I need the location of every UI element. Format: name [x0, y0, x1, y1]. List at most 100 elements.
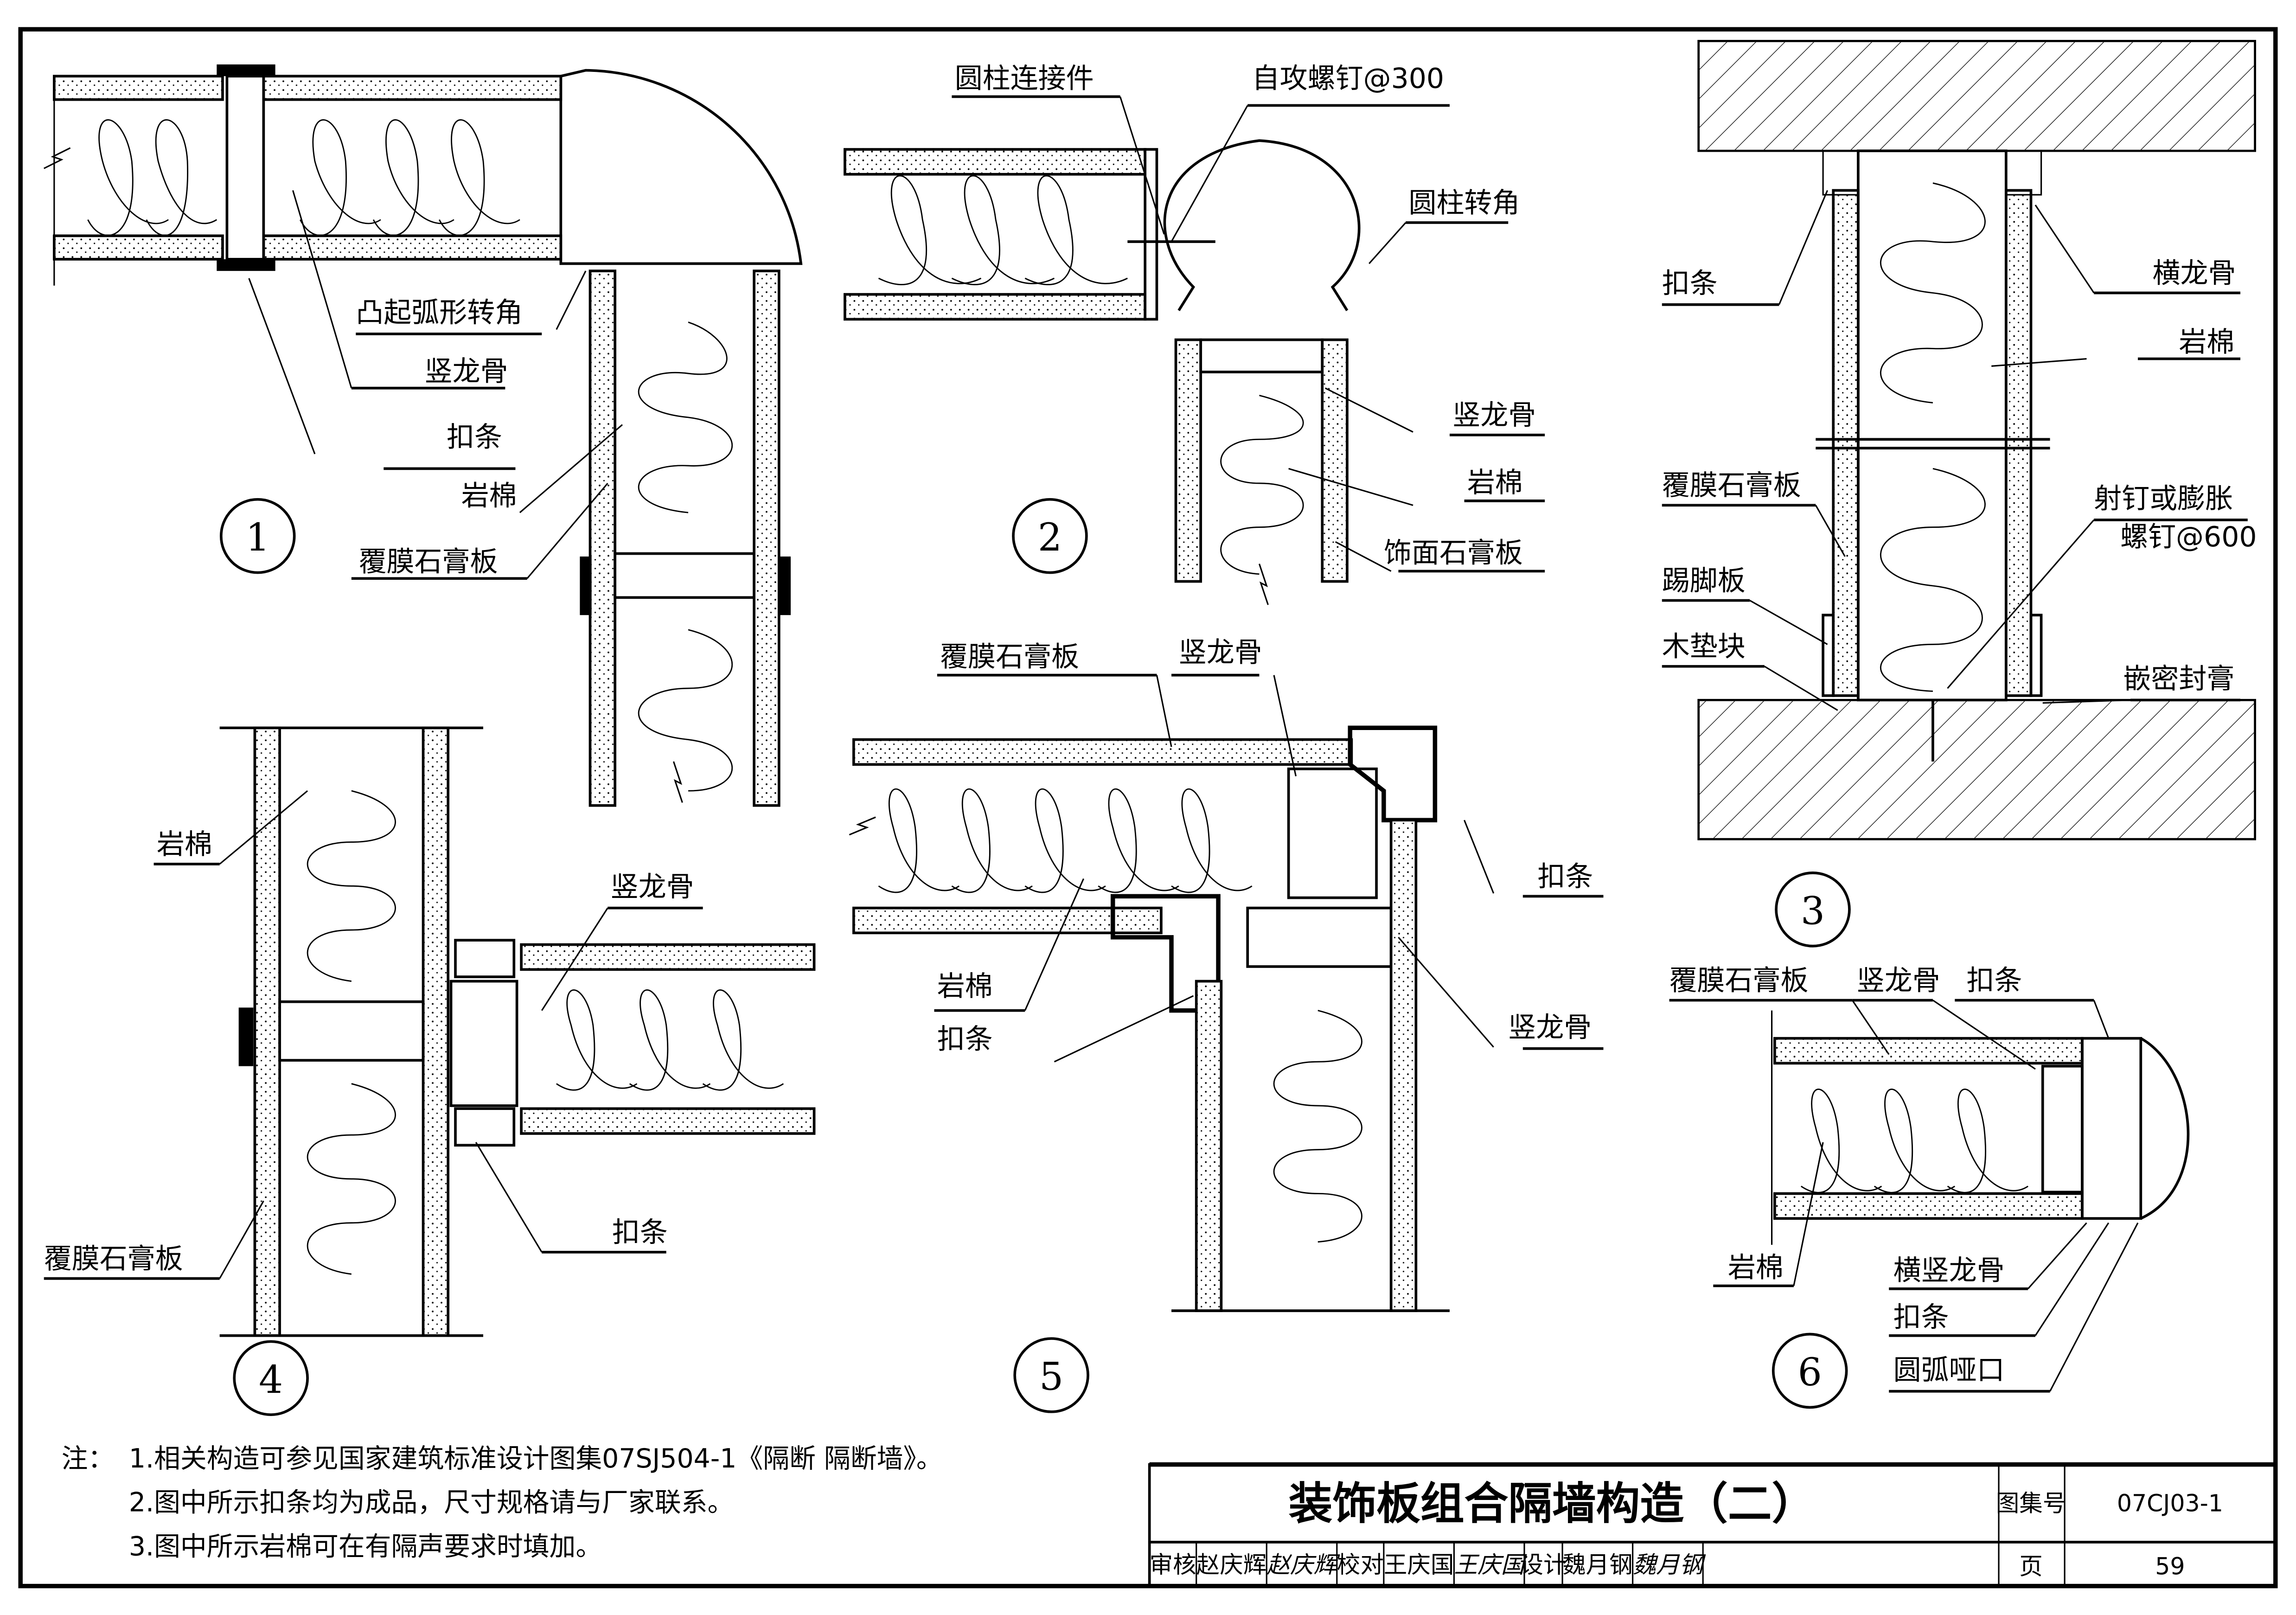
skirting	[1822, 614, 1835, 697]
label-column-connector: 圆柱连接件	[955, 62, 1094, 95]
stud	[449, 980, 518, 1107]
gypsum-board	[262, 75, 563, 101]
label-stud-lower: 竖龙骨	[1508, 1012, 1592, 1044]
gypsum-board	[852, 738, 1353, 766]
label-stud: 竖龙骨	[1452, 399, 1536, 432]
rock-wool	[1880, 182, 1986, 692]
label-wood-block: 木垫块	[1662, 631, 1746, 663]
sheet-border	[18, 27, 2278, 1589]
detail-4: 岩棉 竖龙骨 扣条 覆膜石膏板 4	[44, 726, 816, 1416]
detail-5: 覆膜石膏板 竖龙骨 扣条 岩棉 扣条 竖龙骨 5	[849, 636, 1604, 1413]
label-rock-wool: 岩棉	[937, 970, 993, 1003]
cover-strip	[217, 259, 275, 271]
stud	[225, 75, 265, 261]
label-self-tapping-screw: 自攻螺钉@300	[1252, 62, 1444, 95]
cover-strip	[1822, 150, 1859, 196]
label-nail-or-anchor: 射钉或膨胀	[2094, 483, 2233, 515]
label-gypsum-board: 覆膜石膏板	[44, 1243, 183, 1275]
gypsum-board	[753, 269, 780, 807]
gypsum-board	[1389, 819, 1418, 1312]
signature-designer: 魏月钢	[1633, 1551, 1706, 1578]
gypsum-board	[1321, 338, 1349, 583]
notes-prefix: 注：	[62, 1443, 115, 1474]
note-1: 1.相关构造可参见国家建筑标准设计图集07SJ504-1《隔断 隔断墙》。	[129, 1443, 943, 1474]
label-convex-arc-corner: 凸起弧形转角	[356, 297, 523, 329]
stud	[1246, 906, 1393, 968]
convex-arc-corner	[559, 69, 803, 265]
detail-6: 覆膜石膏板 竖龙骨 扣条 岩棉 横竖龙骨 扣条 圆弧哑口 6	[1669, 964, 2190, 1409]
cover-strip-corner	[1348, 725, 1438, 822]
notes: 注： 1.相关构造可参见国家建筑标准设计图集07SJ504-1《隔断 隔断墙》。…	[62, 1443, 943, 1562]
stud	[614, 552, 755, 599]
detail-number-circle	[219, 498, 296, 574]
detail-number: 5	[1039, 1355, 1063, 1399]
page-number: 59	[2155, 1552, 2185, 1580]
role-reviewer: 审核	[1150, 1551, 1196, 1578]
rock-wool	[87, 119, 520, 236]
gypsum-board	[262, 234, 563, 261]
label-sealant: 嵌密封膏	[2123, 663, 2234, 695]
name-reviewer: 赵庆辉	[1196, 1551, 1267, 1578]
gypsum-board	[422, 726, 450, 1337]
detail-number: 6	[1798, 1351, 1822, 1395]
role-checker: 校对	[1337, 1551, 1384, 1578]
gypsum-board	[844, 148, 1147, 176]
label-rock-wool: 岩棉	[1467, 467, 1523, 499]
label-finish-gypsum-board: 饰面石膏板	[1384, 537, 1523, 569]
gypsum-board	[844, 293, 1147, 321]
concrete-slab-top	[1697, 40, 2256, 152]
column-connector	[1144, 148, 1158, 321]
label-stud: 竖龙骨	[1857, 964, 1940, 997]
signature-reviewer: 赵庆辉	[1266, 1551, 1340, 1578]
label-screw-spacing: 螺钉@600	[2120, 521, 2257, 553]
stud	[1287, 767, 1378, 899]
gypsum-board	[520, 943, 816, 971]
gypsum-board	[253, 726, 281, 1337]
label-horizontal-stud: 横龙骨	[2153, 257, 2236, 289]
label-cover-strip-lower: 扣条	[937, 1023, 993, 1056]
cover-strip	[2005, 150, 2042, 196]
atlas-number: 07CJ03-1	[2117, 1490, 2223, 1517]
title-block: 装饰板组合隔墙构造（二） 图集号 07CJ03-1 页 59 审核 赵庆辉 赵庆…	[1148, 1462, 2277, 1588]
detail-number-circle	[1772, 1333, 1848, 1409]
detail-number-circle	[1013, 1337, 1089, 1413]
note-3: 3.图中所示岩棉可在有隔声要求时填加。	[129, 1531, 602, 1562]
gypsum-board	[2004, 189, 2033, 697]
gypsum-board	[1174, 338, 1202, 583]
concrete-floor	[1697, 699, 2256, 840]
label-gypsum-board: 覆膜石膏板	[1669, 964, 1809, 997]
arc-opening	[2140, 1037, 2190, 1220]
cover-strip	[217, 64, 275, 77]
detail-number-circle	[1012, 498, 1088, 574]
label-cover-strip: 扣条	[447, 421, 502, 454]
gypsum-board	[588, 269, 617, 807]
cover-strip-corner	[1110, 894, 1221, 1013]
cover-strip	[454, 939, 516, 978]
gypsum-board	[520, 1107, 816, 1135]
detail-2: 圆柱连接件 自攻螺钉@300 圆柱转角 竖龙骨 岩棉 饰面石膏板 2	[844, 62, 1545, 605]
stud	[2041, 1064, 2084, 1194]
cylinder-corner	[1163, 139, 1361, 311]
label-rock-wool: 岩棉	[157, 828, 212, 861]
stud-frame	[2081, 1037, 2143, 1220]
rock-wool	[878, 175, 1304, 575]
detail-3: 扣条 横龙骨 岩棉 覆膜石膏板 射钉或膨胀 螺钉@600 踢脚板 木垫块 嵌密封…	[1662, 40, 2257, 948]
stud-cavity	[1857, 149, 2008, 702]
label-cross-stud: 横竖龙骨	[1893, 1255, 2005, 1287]
label-rock-wool: 岩棉	[1728, 1251, 1784, 1284]
label-cover-strip: 扣条	[1662, 268, 1718, 300]
detail-number: 4	[259, 1358, 283, 1402]
stud	[278, 1000, 425, 1062]
rock-wool	[307, 790, 784, 1275]
gypsum-board	[52, 75, 224, 101]
gypsum-board	[52, 234, 224, 261]
detail-number-circle	[233, 1340, 309, 1416]
label-cover-strip: 扣条	[1537, 860, 1593, 893]
break-line	[44, 147, 71, 169]
rock-wool	[878, 788, 1362, 1243]
note-2: 2.图中所示扣条均为成品，尺寸规格请与厂家联系。	[129, 1487, 734, 1518]
role-designer: 设计	[1520, 1551, 1567, 1578]
label-rock-wool: 岩棉	[2179, 326, 2234, 359]
signature-checker: 王庆国	[1454, 1551, 1527, 1578]
